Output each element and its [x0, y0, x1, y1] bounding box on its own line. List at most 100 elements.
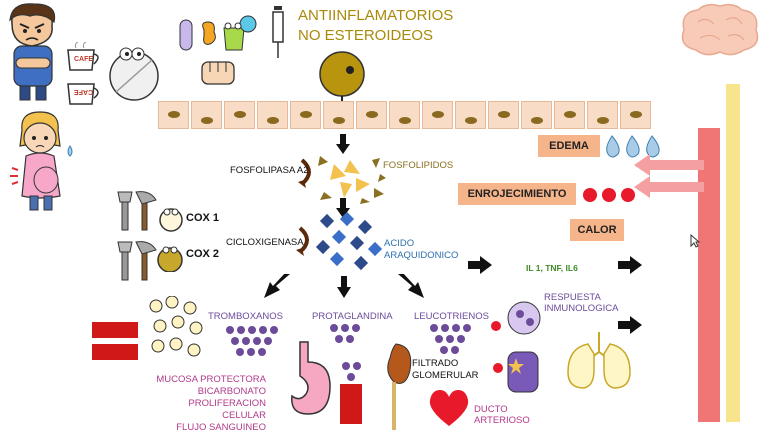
phospholipase-curve-icon — [298, 158, 318, 188]
pregnant-woman-icon — [6, 110, 76, 214]
membrane-cell — [488, 101, 519, 129]
protaglandina-label: PROTAGLANDINA — [312, 311, 393, 322]
molecule-dot — [247, 348, 255, 356]
acido-line1: ACIDO — [384, 238, 415, 249]
molecule-dot — [353, 362, 361, 370]
acido-line2: ARAQUIDONICO — [384, 250, 459, 261]
molecule-dot — [270, 326, 278, 334]
cafe-label-top: CAFE — [74, 56, 94, 63]
coffee-cup-icon — [64, 41, 104, 74]
cox2-enzyme-icon — [156, 244, 184, 273]
molecule-dot — [258, 348, 266, 356]
molecule-dot — [346, 335, 354, 343]
molecule-dot — [342, 362, 350, 370]
title-line2: NO ESTEROIDEOS — [298, 27, 434, 44]
drug-shapes-icon — [178, 14, 268, 54]
down-arrow-icon — [336, 134, 350, 154]
brain-icon — [676, 2, 764, 58]
membrane-cell — [356, 101, 387, 129]
inflammation-bar — [698, 128, 720, 422]
molecule-dot — [236, 348, 244, 356]
blood-bars-icon — [92, 322, 138, 360]
right-arrow-icon — [468, 256, 492, 274]
title-line1: ANTIINFLAMATORIOS — [298, 7, 454, 24]
membrane-cell — [191, 101, 222, 129]
blood-column-icon — [340, 384, 362, 424]
molecule-dot — [440, 346, 448, 354]
pink-arrows-icon — [634, 154, 704, 198]
wrench-axe-icon — [116, 240, 160, 282]
molecule-dot — [452, 324, 460, 332]
molecule-dot — [446, 335, 454, 343]
enrojecimiento-box: ENROJECIMIENTO — [458, 183, 576, 205]
molecule-dot — [435, 335, 443, 343]
molecule-dot — [463, 324, 471, 332]
phospholipid-icon — [314, 154, 386, 204]
membrane-cell — [290, 101, 321, 129]
mucosa-effects-list: MUCOSA PROTECTORA BICARBONATO PROLIFERAC… — [150, 374, 266, 434]
ducto-line2: ARTERIOSO — [474, 415, 530, 426]
molecule-dot — [264, 337, 272, 345]
membrane-cell — [323, 101, 354, 129]
cox1-label: COX 1 — [186, 212, 220, 224]
immune-cells-icon — [488, 296, 548, 400]
molecule-dot — [347, 373, 355, 381]
molecule-dot — [248, 326, 256, 334]
water-drops-icon — [604, 134, 664, 160]
acido-araquidonico-label: ACIDO ARAQUIDONICO — [384, 238, 458, 262]
calor-box: CALOR — [570, 219, 624, 241]
tromboxanos-label: TROMBOXANOS — [208, 311, 283, 322]
membrane-cell — [587, 101, 618, 129]
leucotrienos-label: LEUCOTRIENOS — [414, 311, 489, 322]
interleucinas-label: IL 1, TNF, IL6 — [526, 263, 578, 273]
cafe-label-bottom: CAFE — [74, 88, 94, 95]
heart-icon — [428, 388, 470, 428]
stomach-icon — [286, 340, 334, 420]
filtrado-glomerular-label: FILTRADO GLOMERULAR — [412, 358, 479, 382]
molecule-dot — [335, 335, 343, 343]
angry-man-icon — [2, 2, 64, 102]
molecule-dot — [231, 337, 239, 345]
molecule-dot — [451, 346, 459, 354]
membrane-cell — [224, 101, 255, 129]
syringe-icon — [268, 4, 288, 58]
bicarbonato: BICARBONATO — [197, 386, 266, 397]
right-arrow-icon — [618, 256, 642, 274]
molecule-dot — [242, 337, 250, 345]
lungs-icon — [564, 330, 634, 392]
filtrado-line2: GLOMERULAR — [412, 370, 479, 381]
molecule-dot — [259, 326, 267, 334]
membrane-cell — [257, 101, 288, 129]
respuesta-inmunologica-label: RESPUESTA INMUNOLOGICA — [544, 292, 618, 314]
molecule-dot — [441, 324, 449, 332]
wrench-axe-icon — [116, 190, 160, 232]
cox1-enzyme-icon — [158, 206, 184, 232]
red-dots-icon — [582, 186, 636, 204]
branch-arrow-down-icon — [337, 276, 351, 298]
filtrado-line1: FILTRADO — [412, 358, 459, 369]
membrane-cell — [422, 101, 453, 129]
respuesta-line2: INMUNOLOGICA — [544, 303, 619, 314]
right-arrow-icon — [618, 316, 642, 334]
proliferacion-celular: PROLIFERACION CELULAR — [188, 398, 266, 421]
pill-character-icon — [108, 46, 160, 102]
branch-arrow-right-icon — [398, 272, 424, 298]
arachidonic-acid-icon — [312, 211, 384, 272]
molecule-dot — [253, 337, 261, 345]
edema-box: EDEMA — [538, 135, 600, 157]
fosfolipidos-label: FOSFOLIPIDOS — [383, 160, 454, 171]
molecule-dot — [226, 326, 234, 334]
cicloxigenasa-label: CICLOXIGENASA — [226, 237, 304, 248]
molecule-dot — [330, 324, 338, 332]
respuesta-line1: RESPUESTA — [544, 292, 601, 303]
temperature-bar — [726, 84, 740, 422]
fosfolipasa-label: FOSFOLIPASA A2 — [230, 165, 309, 176]
membrane-cell — [521, 101, 552, 129]
cox2-label: COX 2 — [186, 248, 220, 260]
down-arrow-icon — [336, 198, 350, 218]
molecule-dot — [430, 324, 438, 332]
branch-arrow-left-icon — [264, 272, 290, 298]
mucosa-protectora: MUCOSA PROTECTORA — [156, 374, 266, 385]
molecule-dot — [457, 335, 465, 343]
ducto-line1: DUCTO — [474, 404, 508, 415]
